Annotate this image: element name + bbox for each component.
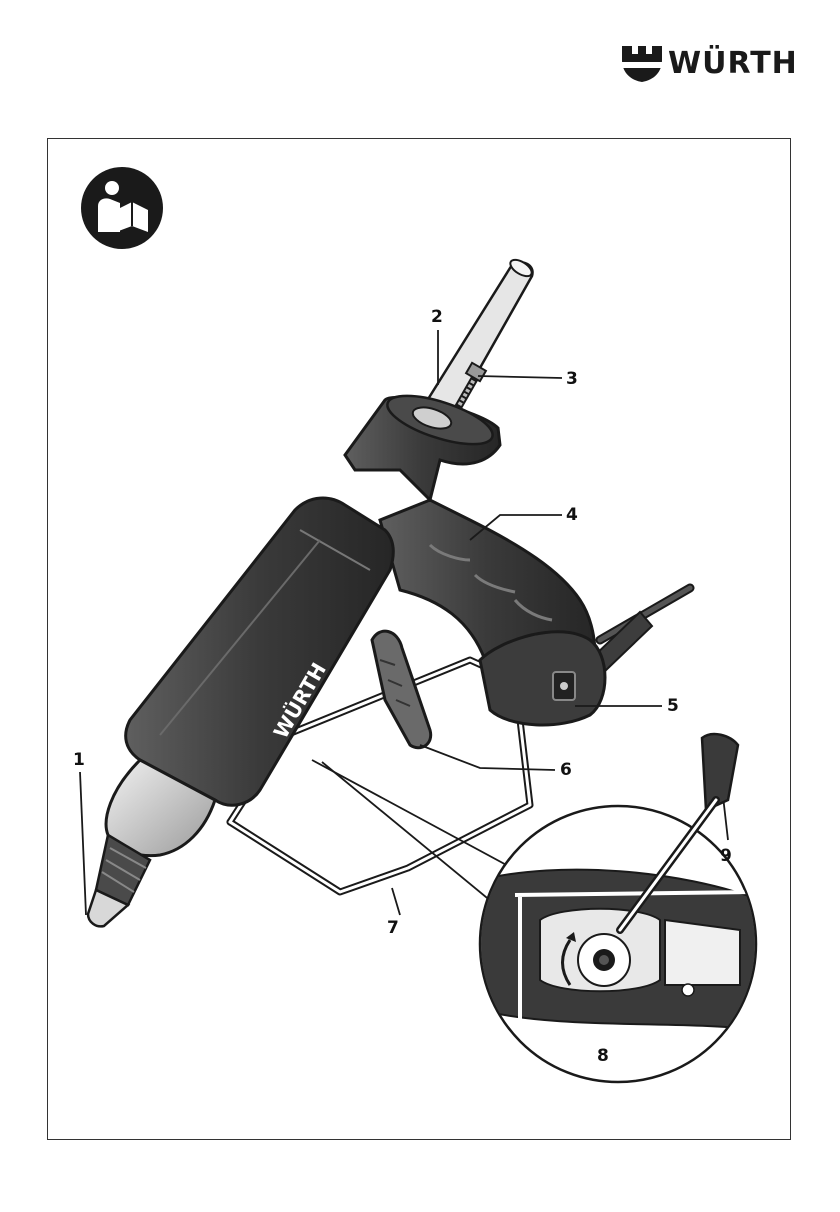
power-cord bbox=[590, 588, 690, 672]
callout-4: 4 bbox=[566, 505, 578, 525]
detail-inset bbox=[480, 806, 760, 1082]
feed-housing bbox=[345, 386, 500, 500]
callout-8: 8 bbox=[597, 1046, 609, 1066]
callout-6: 6 bbox=[560, 760, 572, 780]
callout-2: 2 bbox=[431, 307, 443, 327]
main-body: WÜRTH bbox=[126, 498, 394, 805]
callout-1: 1 bbox=[73, 750, 85, 770]
callout-3: 3 bbox=[566, 369, 578, 389]
callout-5: 5 bbox=[667, 696, 679, 716]
feed-trigger bbox=[372, 631, 431, 748]
callout-7: 7 bbox=[387, 918, 399, 938]
read-manual-icon bbox=[81, 167, 163, 249]
callout-9: 9 bbox=[720, 846, 732, 866]
